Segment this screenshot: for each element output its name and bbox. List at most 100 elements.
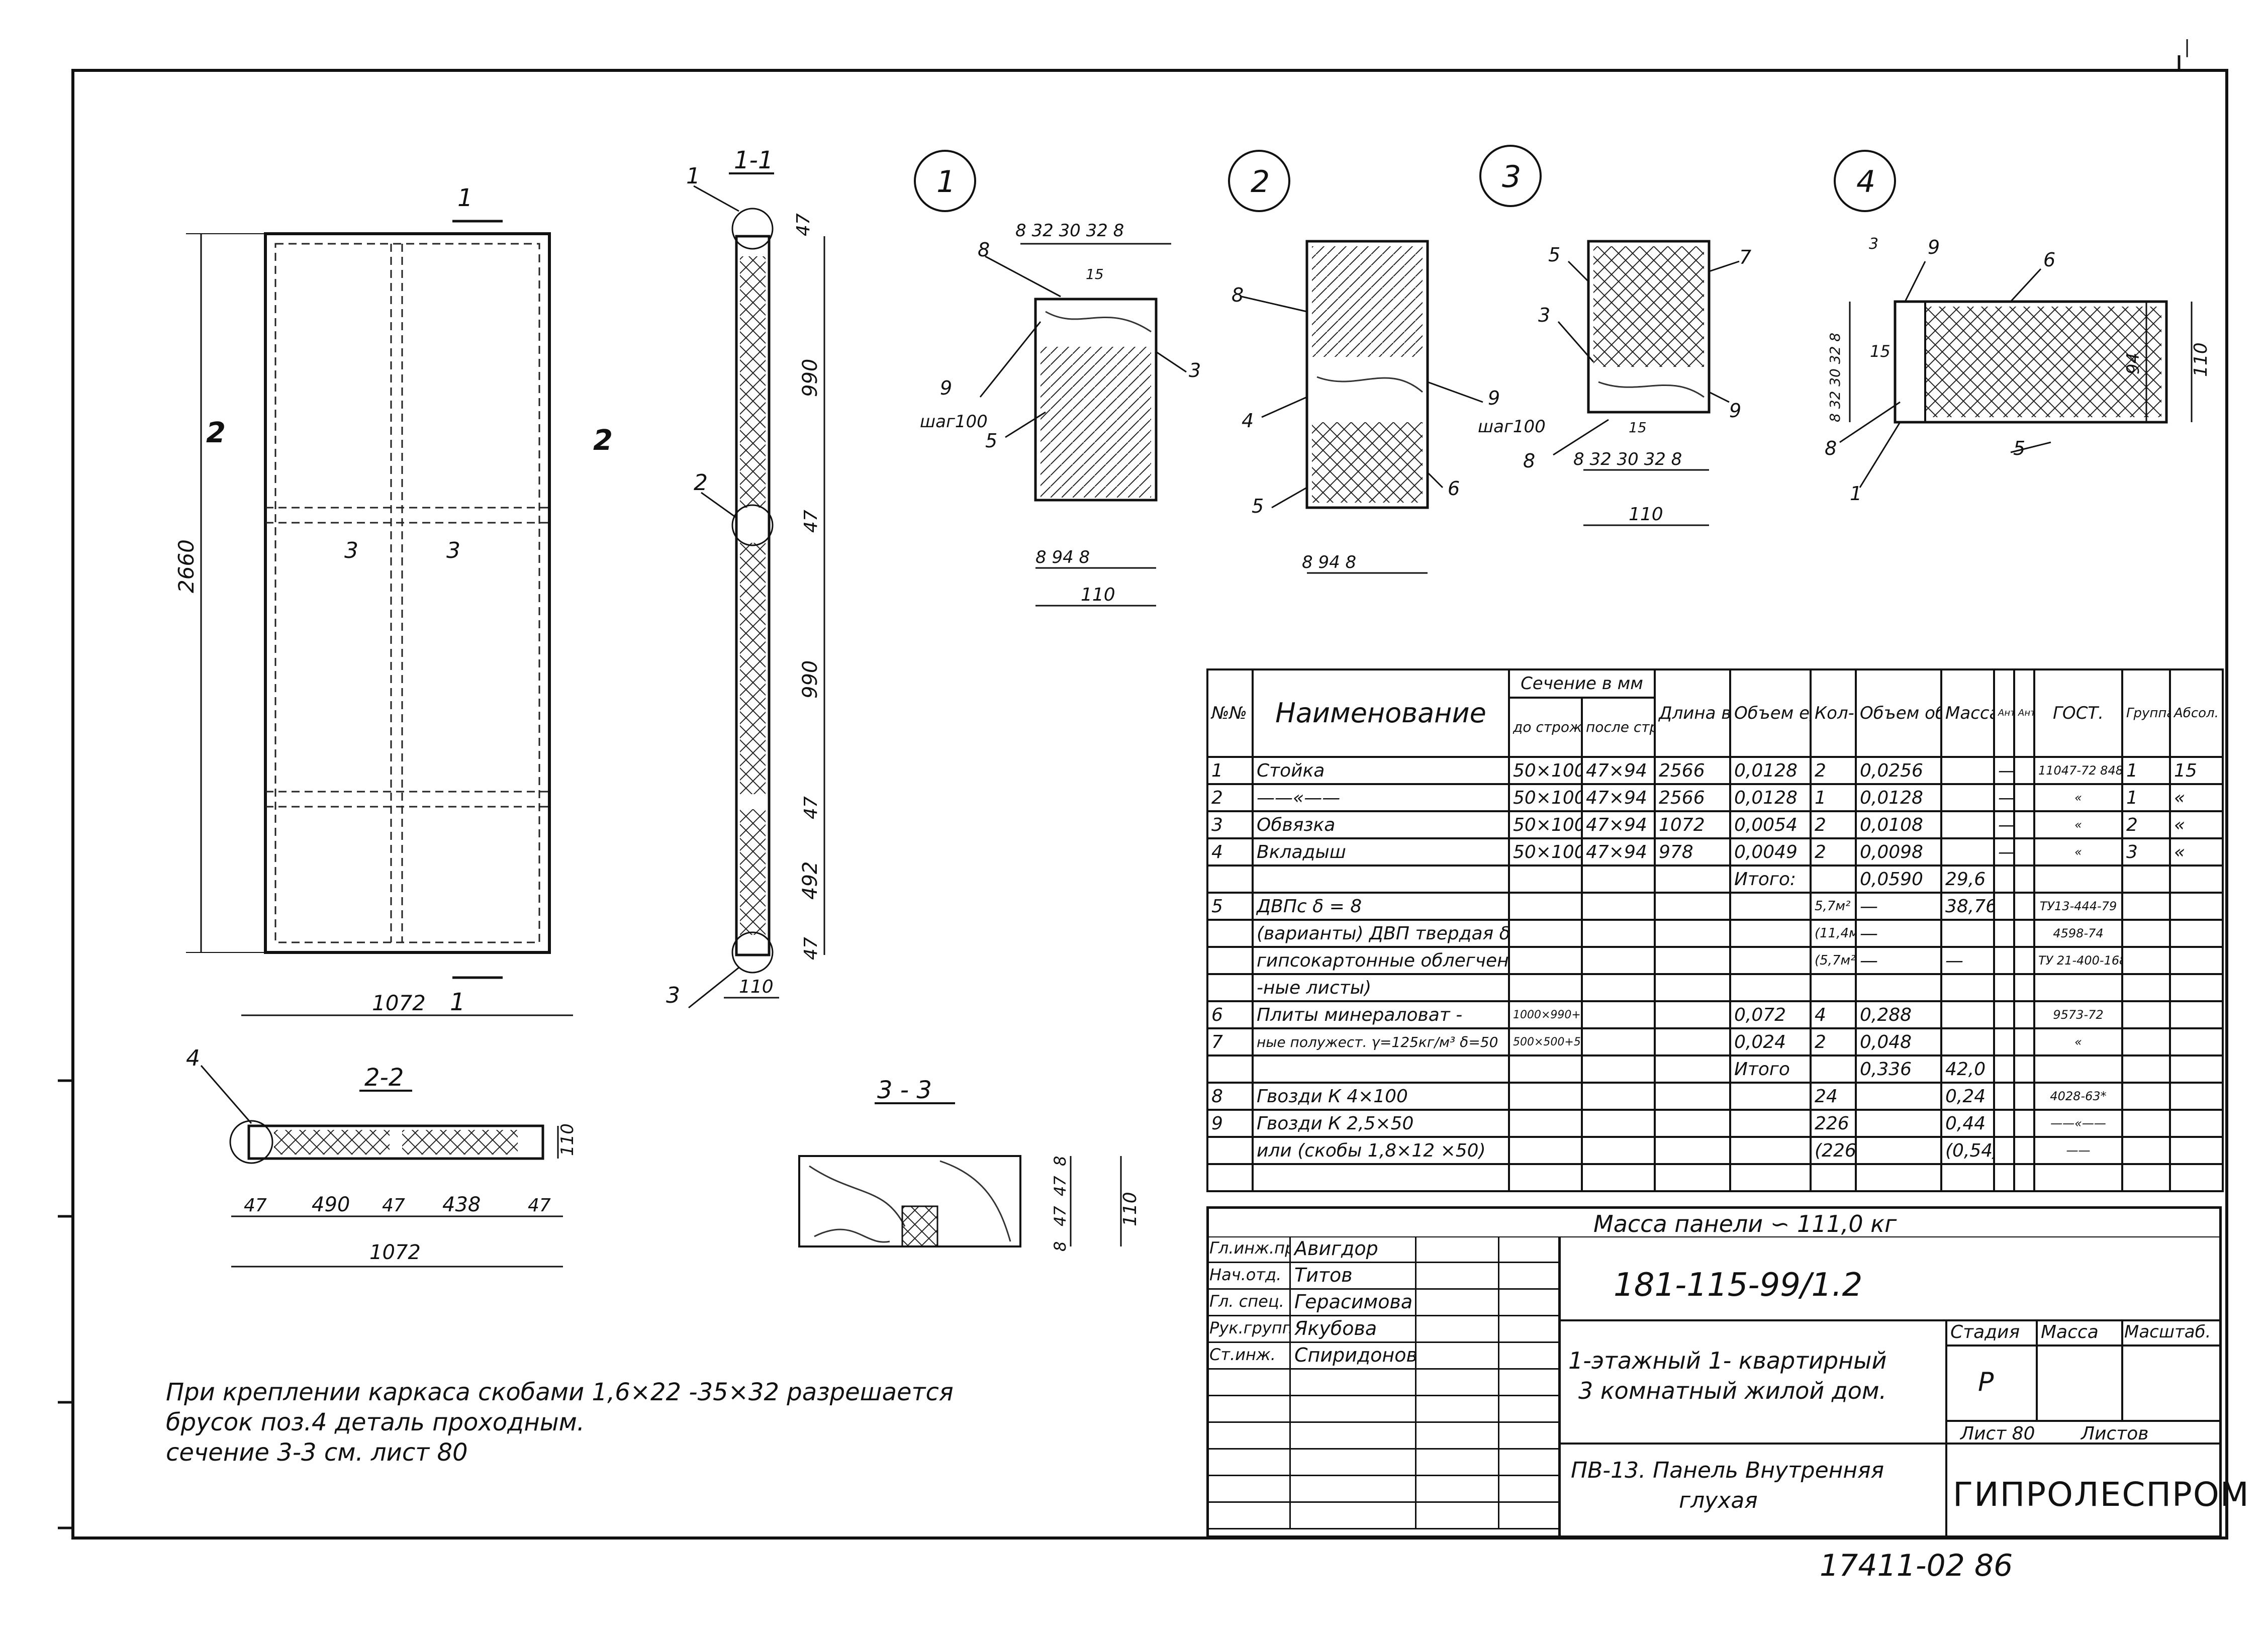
svg-text:8 94 8: 8 94 8 (1302, 552, 1356, 572)
table-cell-dash (1993, 1054, 2015, 1084)
svg-text:110: 110 (1120, 1192, 1141, 1226)
table-cell-dash (1993, 1109, 2015, 1138)
table-cell-group: 2 (2121, 810, 2171, 839)
table-cell-after (1581, 1082, 1656, 1111)
table-row: или (скобы 1,8×12 ×50)(226)(0,54)—— (1206, 1136, 2224, 1165)
table-cell-after (1581, 946, 1656, 975)
table-cell-pos: 8 (1206, 1082, 1254, 1111)
svg-text:492: 492 (799, 861, 822, 900)
sheet-number: Лист 80 (1960, 1423, 2035, 1444)
table-cell-group (2121, 1000, 2171, 1029)
table-cell-total_vol: 0,048 (1855, 1027, 1942, 1056)
table-cell-pos (1206, 1136, 1254, 1165)
svg-text:110: 110 (1629, 504, 1663, 525)
table-cell-name: Плиты минераловат - (1252, 1000, 1510, 1029)
table-cell-total_vol (1855, 1136, 1942, 1165)
scale-label: Масштаб. (2124, 1322, 2211, 1342)
table-cell-total_vol: 0,0098 (1855, 837, 1942, 867)
table-cell-after (1581, 1136, 1656, 1165)
table-cell-gost (2033, 1163, 2123, 1192)
table-cell-length (1654, 946, 1731, 975)
section-2-2: 2-2 4 110 47 490 47 438 47 1072 (186, 1045, 578, 1268)
signature-role: Ст.инж. (1209, 1345, 1276, 1364)
table-cell-name: гипсокартонные облегчен- (1252, 946, 1510, 975)
table-cell-qty: 2 (1810, 756, 1857, 785)
table-cell-before (1508, 973, 1583, 1002)
svg-text:9: 9 (1488, 387, 1500, 409)
detail-1: 1 8 32 30 32 8 8 15 9 шаг100 5 3 8 94 8 … (914, 150, 1201, 607)
table-cell-before (1508, 1109, 1583, 1138)
table-cell-mass (1940, 810, 1995, 839)
svg-text:438: 438 (442, 1193, 481, 1216)
svg-text:8 94 8: 8 94 8 (1035, 547, 1090, 567)
table-cell-moist: « (2169, 810, 2224, 839)
table-cell-total_vol: — (1855, 946, 1942, 975)
table-cell-name: ——«—— (1252, 783, 1510, 812)
table-cell-gost: « (2033, 1027, 2123, 1056)
svg-text:8 32 30 32 8: 8 32 30 32 8 (1573, 449, 1682, 469)
table-cell-group (2121, 1054, 2171, 1084)
table-cell-mass (1940, 837, 1995, 867)
project-line-1: 1-этажный 1- квартирный (1568, 1347, 1887, 1374)
svg-text:6: 6 (2043, 249, 2055, 271)
table-cell-before: 1000×990+1000×450 (1508, 1000, 1583, 1029)
svg-text:8 32 30 32 8: 8 32 30 32 8 (1827, 333, 1843, 422)
svg-text:47: 47 (801, 510, 821, 533)
table-cell-mass (1940, 783, 1995, 812)
svg-text:47: 47 (382, 1195, 405, 1216)
table-cell-empty (2013, 864, 2035, 894)
table-cell-empty (2013, 1027, 2035, 1056)
table-cell-unit_vol: 0,0128 (1729, 756, 1812, 785)
table-cell-unit_vol (1729, 1082, 1812, 1111)
table-cell-qty (1810, 1054, 1857, 1084)
svg-text:6: 6 (1448, 477, 1460, 500)
svg-text:47: 47 (1051, 1206, 1070, 1226)
sheet-title-line-1: ПВ-13. Панель Внутренняя (1571, 1458, 1884, 1483)
table-cell-qty: (226) (1810, 1136, 1857, 1165)
organization-name: ГИПРОЛЕСПРОМ (1953, 1475, 2250, 1514)
svg-text:4: 4 (1242, 410, 1254, 432)
table-cell-after: 47×94 (1581, 756, 1656, 785)
table-cell-after: 47×94 (1581, 837, 1656, 867)
table-cell-pos: 3 (1206, 810, 1254, 839)
table-cell-dash (1993, 946, 2015, 975)
svg-text:шаг100: шаг100 (920, 412, 988, 432)
svg-text:8: 8 (978, 239, 990, 261)
svg-text:7: 7 (1739, 246, 1751, 268)
table-cell-empty (2013, 1054, 2035, 1084)
table-cell-qty: 2 (1810, 810, 1857, 839)
header-section: Сечение в мм (1508, 668, 1656, 699)
table-cell-dash: — (1993, 756, 2015, 785)
table-cell-moist (2169, 864, 2224, 894)
table-cell-name: -ные листы) (1252, 973, 1510, 1002)
table-cell-before (1508, 1054, 1583, 1084)
table-cell-mass: 42,0 (1940, 1054, 1995, 1084)
table-cell-unit_vol: 0,0049 (1729, 837, 1812, 867)
signature-role: Рук.групп. (1209, 1318, 1290, 1337)
table-cell-mass (1940, 1000, 1995, 1029)
table-cell-qty (1810, 973, 1857, 1002)
signature-name: Авигдор (1294, 1237, 1378, 1260)
table-cell-empty (2013, 1082, 2035, 1111)
table-cell-moist (2169, 919, 2224, 948)
table-cell-total_vol: — (1855, 919, 1942, 948)
signature-name: Спиридонов (1294, 1344, 1418, 1366)
table-cell-name: ДВПс δ = 8 (1252, 892, 1510, 921)
table-cell-total_vol (1855, 1163, 1942, 1192)
table-cell-mass: 0,44 (1940, 1109, 1995, 1138)
svg-text:8: 8 (1051, 1241, 1070, 1252)
detail-2: 2 8 4 5 9 шаг100 6 8 94 8 (1228, 150, 1546, 574)
table-cell-moist (2169, 1027, 2224, 1056)
table-cell-mass: 0,24 (1940, 1082, 1995, 1111)
mass-label: Масса (2041, 1322, 2099, 1342)
table-cell-name: или (скобы 1,8×12 ×50) (1252, 1136, 1510, 1165)
stage-value: Р (1978, 1367, 1994, 1397)
table-cell-before: 50×100 (1508, 837, 1583, 867)
table-cell-pos: 2 (1206, 783, 1254, 812)
table-cell-total_vol: 0,0256 (1855, 756, 1942, 785)
svg-text:490: 490 (312, 1193, 350, 1216)
